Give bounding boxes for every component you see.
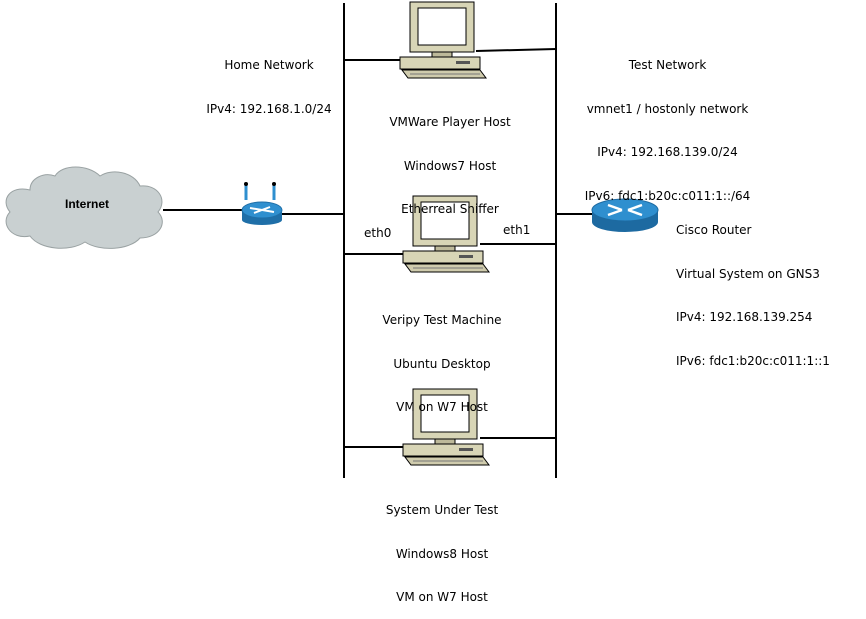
eth0-label: eth0 [364,226,392,240]
network-diagram: Internet [5,1,659,478]
cisco-line1: Cisco Router [676,223,752,237]
test-network-type: vmnet1 / hostonly network [586,101,749,116]
home-network-name: Home Network [224,58,314,72]
sut-line2: Windows8 Host [395,546,489,561]
test-network-name: Test Network [628,58,707,72]
sut-line1: System Under Test [385,503,499,517]
veripy-line3: VM on W7 Host [396,400,488,414]
internet-cloud-icon [5,166,163,249]
home-network-ipv4: IPv4: 192.168.1.0/24 [206,101,332,116]
vmware-host-line2: Windows7 Host [403,158,497,173]
cisco-line2: Virtual System on GNS3 [676,266,820,281]
test-network-ipv6: IPv6: fdc1:b20c:c011:1::/64 [584,188,751,203]
vmware-host-computer-icon [399,1,487,79]
internet-label: Internet [65,197,109,211]
wireless-router-icon [241,182,283,225]
vmware-host-label: VMWare Player Host Windows7 Host Etherre… [360,86,540,231]
sut-label: System Under Test Windows8 Host VM on W7… [352,474,532,619]
vmware-host-test-link [475,48,557,52]
vmware-host-line1: VMWare Player Host [389,115,511,129]
test-network-ipv4: IPv4: 192.168.139.0/24 [597,145,738,159]
cisco-line4: IPv6: fdc1:b20c:c011:1::1 [676,353,830,368]
sut-line3: VM on W7 Host [396,590,488,604]
veripy-line2: Ubuntu Desktop [393,356,491,371]
cisco-line3: IPv4: 192.168.139.254 [676,310,813,324]
eth1-label: eth1 [503,223,531,237]
vmware-host-line3: Etherreal Sniffer [401,202,499,216]
veripy-line1: Veripy Test Machine [382,313,502,327]
veripy-machine-label: Veripy Test Machine Ubuntu Desktop VM on… [352,284,532,429]
home-network-label: Home Network IPv4: 192.168.1.0/24 [195,29,343,131]
cisco-router-label: Cisco Router Virtual System on GNS3 IPv4… [676,194,864,383]
test-network-label: Test Network vmnet1 / hostonly network I… [555,29,780,218]
cisco-router-icon [591,198,659,232]
